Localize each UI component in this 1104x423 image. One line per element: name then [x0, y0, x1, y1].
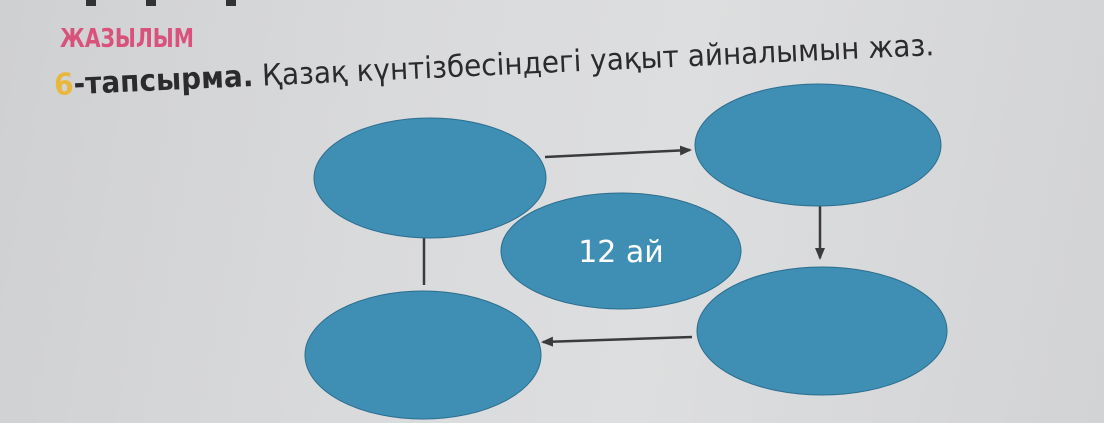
- arrow-top-left-to-top-right: [544, 145, 692, 159]
- page-edge-mark: [226, 0, 236, 6]
- center-label: 12 ай: [578, 235, 664, 270]
- ellipse-bottom-left[interactable]: [304, 290, 542, 420]
- ellipse-top-right[interactable]: [694, 83, 942, 207]
- arrow-bottom-right-to-bottom-left: [541, 335, 693, 347]
- section-title: ЖАЗЫЛЫМ: [60, 24, 194, 54]
- ellipse-center: [500, 192, 742, 310]
- page-edge-mark: [86, 0, 96, 6]
- page-edge-mark: [146, 0, 156, 6]
- ellipse-bottom-right[interactable]: [696, 266, 948, 396]
- ellipse-top-left[interactable]: [313, 117, 547, 239]
